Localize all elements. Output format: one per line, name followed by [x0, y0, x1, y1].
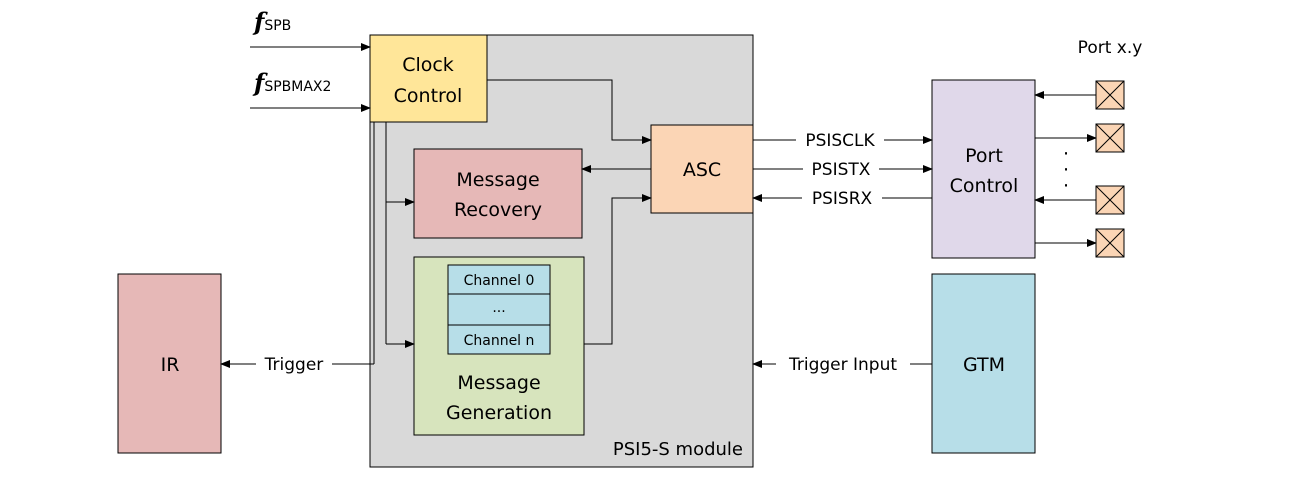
psi5s-module-label: PSI5-S module	[613, 439, 743, 460]
ir-block	[117, 273, 222, 454]
channel-n-label: Channel n	[464, 333, 535, 349]
generation-to-asc-wire	[584, 194, 652, 345]
trigger-input-label-bg	[776, 353, 910, 375]
port-control-label-1: Port	[965, 145, 1003, 167]
channel-n-cell	[447, 324, 551, 355]
psistx-label: PSISTX	[812, 160, 871, 180]
port-pin-2-icon	[1095, 123, 1125, 153]
message-recovery-label-2: Recovery	[454, 199, 542, 221]
channel-0-label: Channel 0	[464, 273, 535, 289]
port-dot-1: ·	[1063, 143, 1069, 165]
ir-label: IR	[161, 354, 180, 376]
port-pin-3-icon	[1095, 185, 1125, 215]
port-pin-1-icon	[1095, 80, 1125, 110]
trigger-label: Trigger	[264, 355, 324, 375]
message-recovery-block	[413, 148, 583, 239]
message-generation-label-1: Message	[457, 372, 540, 394]
channel-0-cell	[447, 264, 551, 295]
psistx-label-bg	[803, 158, 879, 180]
psisclk-label-bg	[796, 129, 884, 151]
port-control-block	[931, 79, 1036, 259]
clock-input-spb-label: fSPB	[252, 7, 291, 36]
clock-control-label-2: Control	[394, 85, 463, 107]
trigger-input-label: Trigger Input	[788, 355, 897, 375]
port-pin-4-icon	[1095, 228, 1125, 258]
trigger-label-bg	[256, 353, 332, 375]
asc-block	[650, 124, 754, 214]
message-recovery-label-1: Message	[456, 169, 539, 191]
psisclk-label: PSISCLK	[805, 131, 875, 151]
gtm-label: GTM	[963, 354, 1005, 376]
clock-input-spbmax2-label: fSPBMAX2	[252, 68, 331, 97]
clock-control-label-1: Clock	[402, 54, 454, 76]
asc-label: ASC	[683, 159, 721, 181]
gtm-block	[931, 273, 1036, 454]
psisrx-label: PSISRX	[812, 189, 873, 209]
channel-ellipsis-label: ...	[492, 300, 505, 316]
port-xy-label: Port x.y	[1078, 38, 1143, 58]
clock-to-asc-wire	[487, 79, 652, 144]
psisrx-label-bg	[802, 187, 882, 209]
port-dot-3: ·	[1063, 175, 1069, 197]
port-control-label-2: Control	[950, 175, 1019, 197]
clock-control-block	[369, 34, 488, 123]
port-dot-2: ·	[1063, 159, 1069, 181]
message-generation-label-2: Generation	[446, 402, 552, 424]
